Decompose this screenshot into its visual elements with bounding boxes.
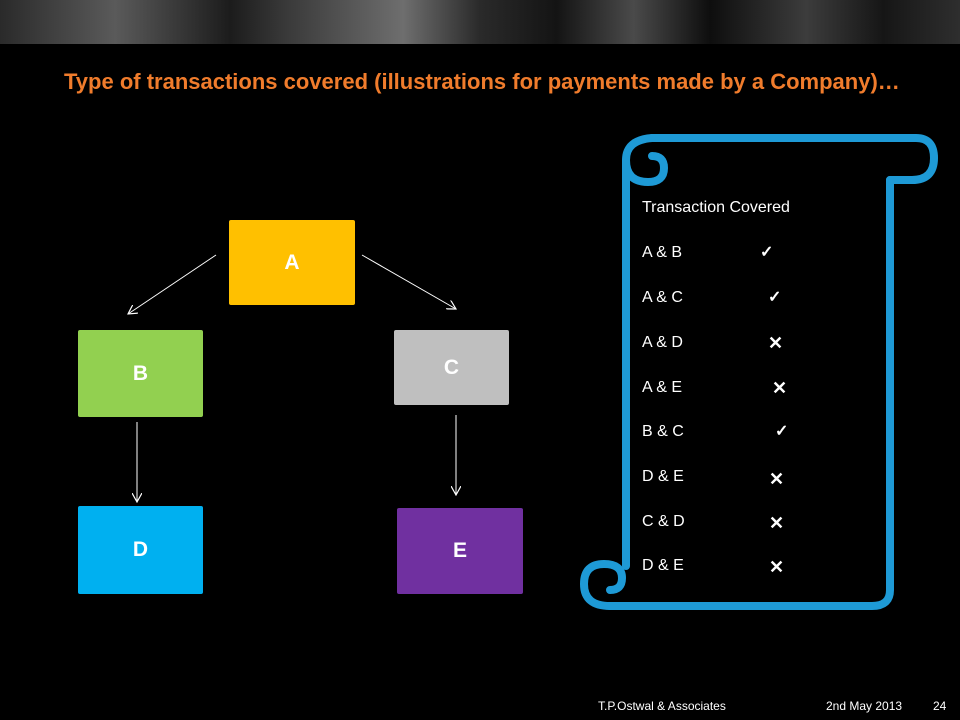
check-icon: ✓ [760, 244, 774, 261]
transaction-row: B & C [642, 423, 684, 440]
node-d-label: D [132, 538, 149, 561]
header-banner-image [0, 0, 960, 44]
slide-title: Type of transactions covered (illustrati… [64, 69, 900, 94]
transaction-row: D & E [642, 557, 684, 574]
cross-icon: ✕ [769, 469, 785, 489]
node-e: E [397, 508, 523, 594]
transaction-header: Transaction Covered [642, 199, 790, 216]
footer-company: T.P.Ostwal & Associates [598, 699, 726, 713]
transaction-row: A & B [642, 244, 683, 261]
transaction-row: C & D [642, 513, 685, 530]
node-a: A [229, 220, 355, 305]
arrow-a-to-b [128, 254, 217, 314]
node-a-label: A [284, 250, 300, 274]
cross-icon: ✕ [768, 333, 784, 353]
check-icon: ✓ [775, 423, 789, 440]
node-b-label: B [132, 361, 149, 385]
transaction-row: D & E [642, 468, 684, 485]
arrow-a-to-c [361, 254, 456, 309]
node-b: B [78, 330, 203, 417]
cross-icon: ✕ [769, 513, 785, 533]
node-e-label: E [452, 539, 467, 562]
footer-date: 2nd May 2013 [826, 699, 903, 713]
transaction-row: A & C [642, 289, 683, 306]
node-c-label: C [443, 355, 460, 379]
cross-icon: ✕ [772, 378, 788, 398]
node-c: C [394, 330, 509, 405]
footer-page-number: 24 [933, 699, 947, 713]
transaction-row: A & D [642, 334, 683, 351]
node-d: D [78, 506, 203, 594]
check-icon: ✓ [768, 289, 782, 306]
transaction-row: A & E [642, 379, 683, 396]
cross-icon: ✕ [769, 557, 785, 577]
